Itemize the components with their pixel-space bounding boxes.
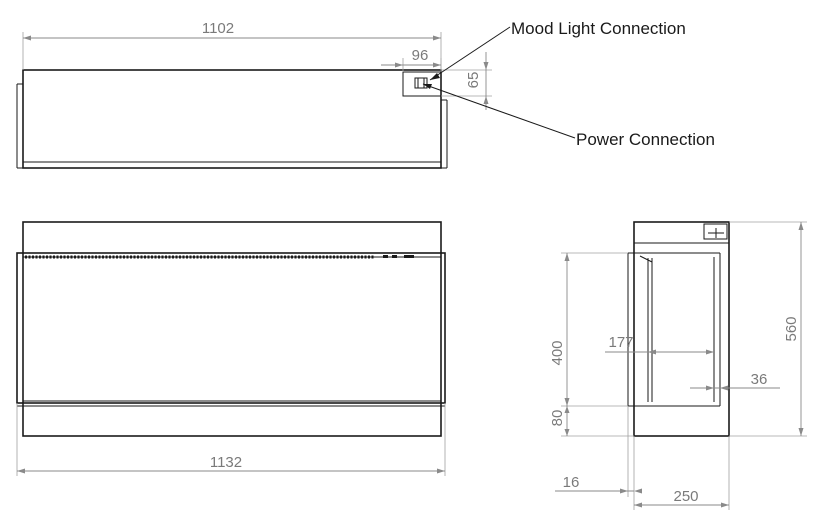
front-view-body [22, 221, 442, 437]
connection-box [402, 71, 442, 97]
top-view: 1102 96 65 Mood Light Connection Power C… [16, 19, 715, 169]
dim-total-depth: 250 [673, 488, 698, 505]
side-view: 400 80 560 177 36 16 [549, 221, 807, 510]
dim-front-width: 1132 [210, 454, 242, 471]
dim-overall-height: 560 [783, 316, 800, 341]
front-view: 1132 [16, 221, 446, 476]
dim-inner-depth: 177 [608, 334, 633, 351]
mood-light-label: Mood Light Connection [511, 19, 686, 38]
dim-opening-height: 400 [549, 340, 566, 365]
dim-base-height: 80 [549, 410, 566, 427]
control-button [383, 255, 388, 258]
dim-box-width: 96 [412, 47, 429, 64]
control-display [404, 255, 414, 258]
control-button [392, 255, 397, 258]
front-frame [16, 252, 446, 404]
power-label: Power Connection [576, 130, 715, 149]
dim-box-height: 65 [465, 72, 482, 89]
socket-icon [414, 77, 428, 89]
side-view-body [633, 221, 730, 437]
top-view-body [22, 69, 442, 169]
dim-frame-depth: 16 [563, 474, 580, 491]
dim-top-width: 1102 [202, 20, 234, 37]
side-connection-box [703, 223, 728, 240]
dim-glass-offset: 36 [751, 371, 768, 388]
